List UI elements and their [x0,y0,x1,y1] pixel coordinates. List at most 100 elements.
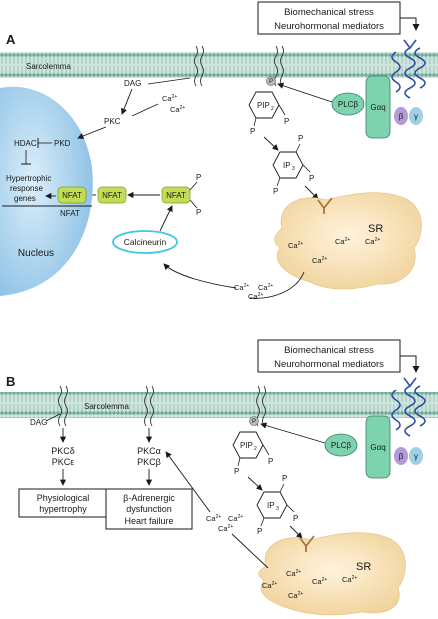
stimulus-line1-a: Biomechanical stress [284,7,374,18]
ca-sr-b1: Ca2+ [286,569,301,578]
ca-released-a2: Ca2+ [258,283,273,292]
ca-released-b2: Ca2+ [228,514,243,523]
ip3-receptor-b [299,535,315,552]
galpha-subunit-b [365,415,391,479]
ca-sr-b4: Ca2+ [342,575,357,584]
nfat-nuclear-a [57,186,87,204]
ip3-p3-a: P [273,187,278,196]
plcb-enzyme-a [331,92,365,116]
nucleus-a [0,86,93,296]
calcineurin-label-a: Calcineurin [124,237,167,247]
sr-label-b: SR [356,561,371,573]
plcb-enzyme-b [324,433,358,457]
ip3-p1-a: P [298,134,303,143]
stimulus-arrow-a [400,17,420,31]
pip2-sub-b: 2 [254,446,257,452]
ca-sr-a2: Ca2+ [335,237,350,246]
ip3-sub-b: 3 [276,506,279,512]
hdac-label-a: HDAC [14,139,37,148]
gamma-subunit-a [409,107,423,125]
pip2-p2-b: P [268,457,273,466]
ca-sr-a1: Ca2+ [288,241,303,250]
panel-b-letter: B [6,374,15,389]
pip2-ring-b [232,431,264,459]
plcb-label-a: PLCβ [338,100,359,109]
membrane-channel-b1 [58,385,68,427]
panel-b: B Biomechanical stress Neurohormonal med… [0,339,438,616]
pip2-ring-a [248,91,280,119]
nfat-phospho-label-a: NFAT [166,191,186,200]
ip3-p2-b: P [293,514,298,523]
hyp-line3-a: genes [14,194,36,203]
ca-sr-a3: Ca2+ [365,237,380,246]
ip3-receptor-a [317,197,333,214]
hyp-line1-a: Hypertrophic [6,174,51,183]
ca-released-a3: Ca2+ [248,292,263,301]
pip2-label-a: PIP [257,101,270,110]
nfat-p1-a: P [196,173,201,182]
sr-label-a: SR [368,223,383,235]
beta-subunit-a [394,107,408,125]
gamma-label-b: γ [414,452,418,461]
ca-sr-b2: Ca2+ [262,581,277,590]
ip3-p3-b: P [257,527,262,536]
dag-label-b: DAG [30,418,47,427]
stimulus-line2-b: Neurohormonal mediators [274,359,384,370]
phosphate-membrane-a [266,76,276,86]
pkca-label-b: PKCα [137,446,161,456]
nfat-dna-label-a: NFAT [60,209,80,218]
ca-cyto-a1: Ca2+ [162,94,177,103]
nfat-cyto-label-a: NFAT [102,191,122,200]
ca-sr-a4: Ca2+ [312,256,327,265]
phosphate-membrane-label-a: P [269,79,273,85]
badr-line2-b: dysfunction [126,504,172,514]
physio-line2-b: hypertrophy [39,504,87,514]
physio-line1-b: Physiological [37,493,90,503]
gamma-label-a: γ [414,112,418,121]
calcineurin-a [112,230,178,254]
ca-released-b1: Ca2+ [206,514,221,523]
pkce-label-b: PKCε [52,457,75,467]
nfat-p2-a: P [196,208,201,217]
pip2-p2-a: P [284,117,289,126]
ip3-label-a: IP [283,161,291,170]
ip3-sub-a: 3 [292,166,295,172]
membrane-channel-a1 [194,45,204,87]
phosphate-membrane-b [249,416,259,426]
pip2-p1-a: P [250,127,255,136]
sarcolemma-b [0,392,438,418]
galpha-label-b: Gαq [370,443,385,452]
plc-to-pip-arrow-a [277,82,333,103]
ip3-label-b: IP [267,501,275,510]
ca-released-b3: Ca2+ [218,524,233,533]
pkcd-label-b: PKCδ [51,446,75,456]
badr-line3-b: Heart failure [124,516,173,526]
sarcolemma-a [0,52,438,78]
nfat-cyto-a [97,186,127,204]
ca-sr-b3: Ca2+ [312,577,327,586]
gamma-subunit-b [409,447,423,465]
ca-released-a1: Ca2+ [234,283,249,292]
nucleus-label-a: Nucleus [18,248,54,259]
gpcr-receptor-b [391,377,426,437]
stimulus-line2-a: Neurohormonal mediators [274,21,384,32]
sr-release-arrow-a [249,271,305,299]
beta-label-b: β [399,452,404,461]
ip3-p1-b: P [282,474,287,483]
ca-to-calcineurin-arrow-a [163,263,237,289]
ca-sr-b5: Ca2+ [288,591,303,600]
pkd-label-a: PKD [54,139,71,148]
panel-a: A Biomechanical stress Neurohormonal med… [0,1,438,301]
phosphate-membrane-label-b: P [252,419,256,425]
stimulus-box-b [257,339,401,373]
galpha-subunit-a [365,75,391,139]
beta-label-a: β [399,112,404,121]
nfat-nuclear-label-a: NFAT [62,191,82,200]
sr-compartment-b [258,532,406,616]
stimulus-line1-b: Biomechanical stress [284,345,374,356]
pip2-sub-a: 2 [271,106,274,112]
sarcolemma-label-b: Sarcolemma [84,402,129,411]
pip2-p1-b: P [234,467,239,476]
stimulus-box-a [257,1,401,35]
